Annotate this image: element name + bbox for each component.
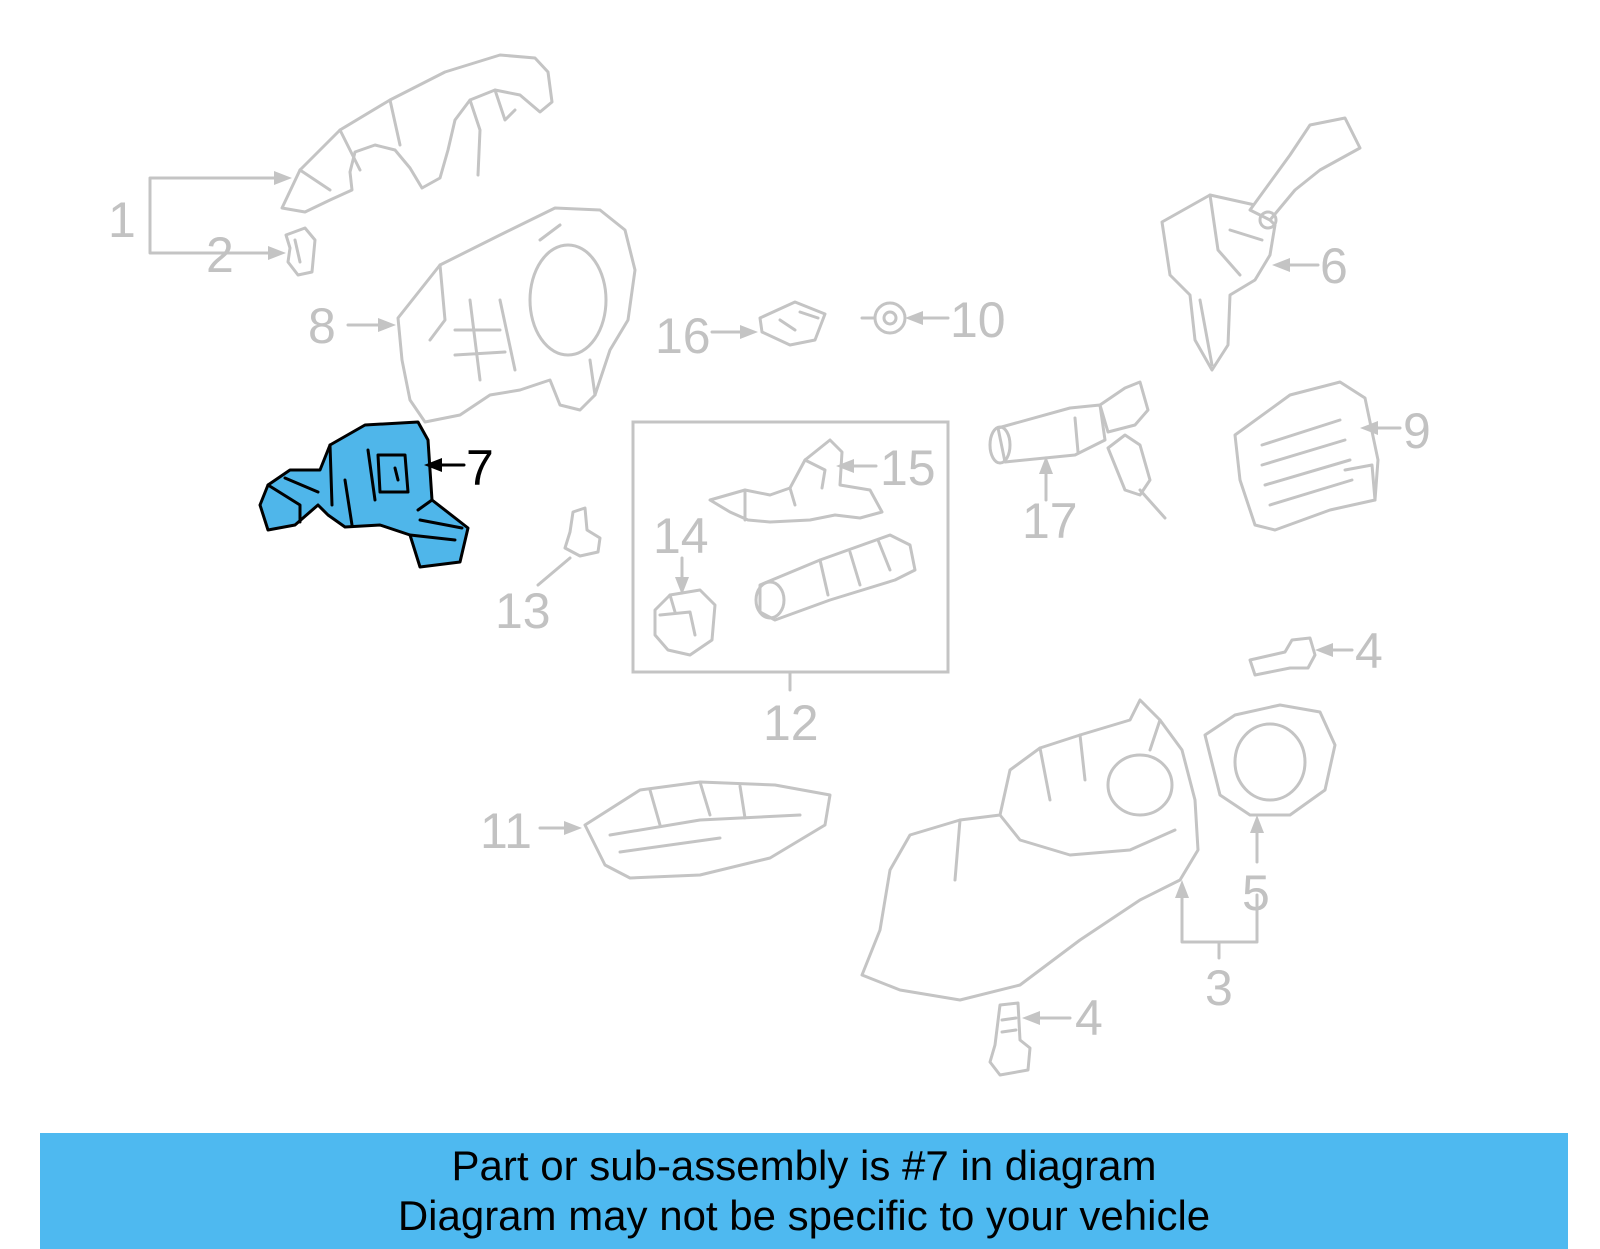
- callout-16: 16: [655, 308, 758, 364]
- svg-text:15: 15: [880, 440, 936, 496]
- svg-text:14: 14: [653, 508, 709, 564]
- part-9-control-module[interactable]: [1233, 380, 1380, 532]
- svg-text:12: 12: [763, 695, 819, 751]
- svg-text:4: 4: [1355, 623, 1383, 679]
- svg-text:17: 17: [1022, 493, 1078, 549]
- part-7-turn-signal-switch[interactable]: [258, 420, 470, 569]
- svg-text:8: 8: [308, 298, 336, 354]
- svg-text:10: 10: [950, 292, 1006, 348]
- part-1-upper-column-cover[interactable]: [280, 53, 554, 214]
- banner-line-1: Part or sub-assembly is #7 in diagram: [451, 1142, 1157, 1189]
- part-5-ring-cover[interactable]: [1203, 703, 1337, 817]
- callout-6: 6: [1272, 238, 1348, 294]
- callout-17: 17: [1022, 456, 1078, 549]
- svg-text:16: 16: [655, 308, 711, 364]
- callout-2: 2: [206, 227, 286, 283]
- callout-13: 13: [495, 556, 572, 639]
- part-8-column-housing[interactable]: [396, 206, 637, 424]
- part-10-nut[interactable]: [860, 301, 907, 335]
- callout-15: 15: [836, 440, 936, 496]
- callout-4-lower: 4: [1022, 990, 1103, 1046]
- part-16-bracket[interactable]: [758, 300, 827, 347]
- svg-text:6: 6: [1320, 238, 1348, 294]
- svg-text:13: 13: [495, 583, 551, 639]
- svg-text:3: 3: [1205, 960, 1233, 1016]
- svg-text:9: 9: [1403, 403, 1431, 459]
- part-2-clip[interactable]: [284, 226, 317, 277]
- callout-14: 14: [653, 508, 709, 595]
- svg-text:2: 2: [206, 227, 234, 283]
- svg-text:7: 7: [466, 440, 494, 496]
- svg-text:1: 1: [108, 192, 136, 248]
- svg-text:4: 4: [1075, 990, 1103, 1046]
- part-4-bolt-lower[interactable]: [988, 1001, 1032, 1077]
- callout-1: 1: [108, 171, 292, 255]
- callout-4-upper: 4: [1315, 623, 1383, 679]
- part-17-ignition-switch[interactable]: [988, 380, 1167, 520]
- part-13-bolt[interactable]: [563, 506, 602, 558]
- callout-8: 8: [308, 298, 396, 354]
- svg-text:11: 11: [480, 803, 532, 859]
- callout-12: 12: [763, 670, 819, 751]
- part-3-lower-column-cover[interactable]: [860, 698, 1200, 1002]
- callout-7: 7: [424, 440, 494, 496]
- callout-3: 3: [1175, 880, 1259, 1016]
- info-banner: Part or sub-assembly is #7 in diagram Di…: [40, 1133, 1568, 1249]
- part-6-wiper-switch[interactable]: [1160, 116, 1362, 372]
- part-4-bolt-upper[interactable]: [1248, 636, 1317, 677]
- part-11-module[interactable]: [583, 780, 832, 880]
- part-12-lock-cylinder-kit[interactable]: [631, 420, 950, 674]
- callout-9: 9: [1360, 403, 1431, 459]
- callout-11: 11: [480, 803, 582, 859]
- callout-10: 10: [905, 292, 1006, 348]
- banner-line-2: Diagram may not be specific to your vehi…: [397, 1192, 1211, 1239]
